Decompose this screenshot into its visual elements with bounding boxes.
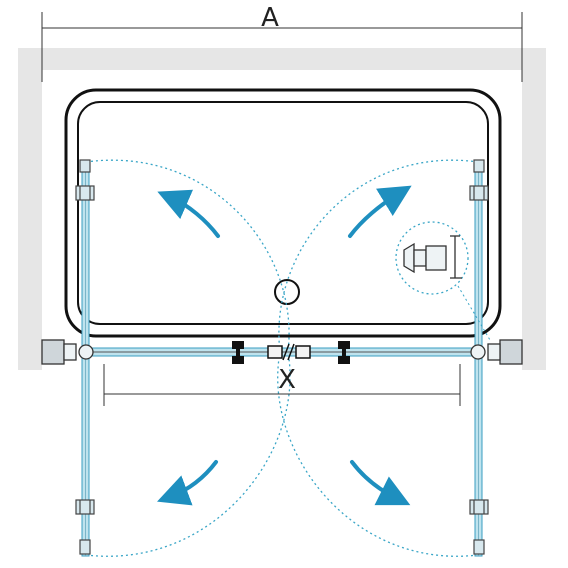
panel-cap-icon (473, 539, 485, 555)
shower-tray (64, 88, 502, 338)
dimension-a: A (41, 3, 523, 82)
walls (18, 48, 546, 370)
tray-inner (77, 101, 489, 325)
hinge-icon (41, 339, 94, 365)
handle-icon (232, 341, 244, 364)
swing-path-right-inward (278, 159, 479, 353)
back-wall (18, 48, 546, 70)
handles (232, 341, 350, 364)
panel-cap-icon (79, 539, 91, 555)
panel-hinges (75, 159, 489, 555)
handle-icon (338, 341, 350, 364)
swing-arrows (157, 185, 412, 506)
dimension-x-label: X (278, 365, 296, 395)
panel-cap-icon (473, 159, 485, 173)
detail-hinge-icon (403, 235, 462, 279)
left-wall (18, 48, 42, 370)
dimension-x: X (103, 364, 461, 406)
magnetic-seal-icon (267, 343, 311, 361)
hinge-icon (469, 499, 489, 515)
swing-path-left-inward (85, 159, 290, 353)
wall-brackets (41, 339, 523, 365)
hinge-icon (75, 499, 95, 515)
swing-arrow-icon (348, 185, 412, 238)
drain-icon (274, 279, 300, 305)
swing-paths (85, 159, 479, 557)
right-wall (522, 48, 546, 370)
panel-cap-icon (79, 159, 91, 173)
swing-path-right-outward (277, 351, 479, 557)
swing-arrow-icon (157, 189, 220, 238)
hinge-icon (75, 185, 95, 201)
hinge-icon (469, 185, 489, 201)
dimension-a-label: A (261, 3, 279, 33)
swing-arrow-icon (157, 460, 218, 506)
swing-path-left-outward (85, 351, 291, 557)
hinge-icon (470, 339, 523, 365)
tray-outer (64, 88, 502, 338)
magnifier-detail-icon (395, 221, 491, 341)
swing-arrow-icon (350, 460, 411, 506)
